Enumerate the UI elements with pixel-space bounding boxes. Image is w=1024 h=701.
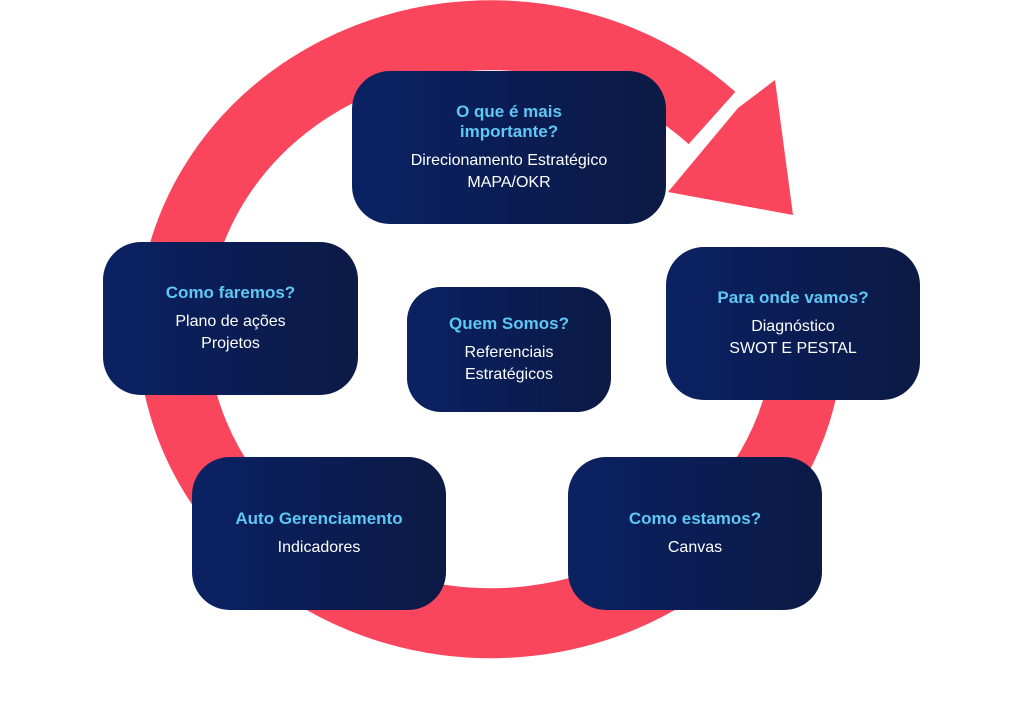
node-right-heading: Para onde vamos? — [717, 287, 869, 307]
node-center-line-2: Estratégicos — [464, 365, 554, 383]
node-top-heading: O que é mais importante? — [456, 101, 562, 141]
node-bottom-right-line-1: Canvas — [667, 538, 723, 556]
node-center-heading: Quem Somos? — [449, 313, 569, 333]
node-bottom-right-heading: Como estamos? — [628, 508, 762, 528]
node-right-line-1: Diagnóstico — [751, 317, 835, 335]
node-right-line-2: SWOT E PESTAL — [729, 339, 857, 357]
node-left: Como faremos? Plano de ações Projetos — [103, 242, 358, 395]
node-bottom-left-heading: Auto Gerenciamento — [235, 508, 403, 528]
node-center-line-1: Referenciais — [464, 343, 554, 361]
node-right: Para onde vamos? Diagnóstico SWOT E PEST… — [666, 247, 920, 400]
node-left-line-2: Projetos — [201, 334, 260, 352]
node-left-line-1: Plano de ações — [175, 312, 286, 330]
node-left-heading: Como faremos? — [165, 282, 296, 302]
node-top-line-1: Direcionamento Estratégico — [410, 151, 608, 169]
cycle-arrowhead — [668, 80, 793, 215]
node-bottom-left: Auto Gerenciamento Indicadores — [192, 457, 446, 610]
node-center: Quem Somos? Referenciais Estratégicos — [407, 287, 611, 412]
node-bottom-left-line-1: Indicadores — [277, 538, 361, 556]
node-bottom-right: Como estamos? Canvas — [568, 457, 822, 610]
node-top: O que é mais importante? Direcionamento … — [352, 71, 666, 224]
node-top-line-2: MAPA/OKR — [467, 173, 551, 191]
